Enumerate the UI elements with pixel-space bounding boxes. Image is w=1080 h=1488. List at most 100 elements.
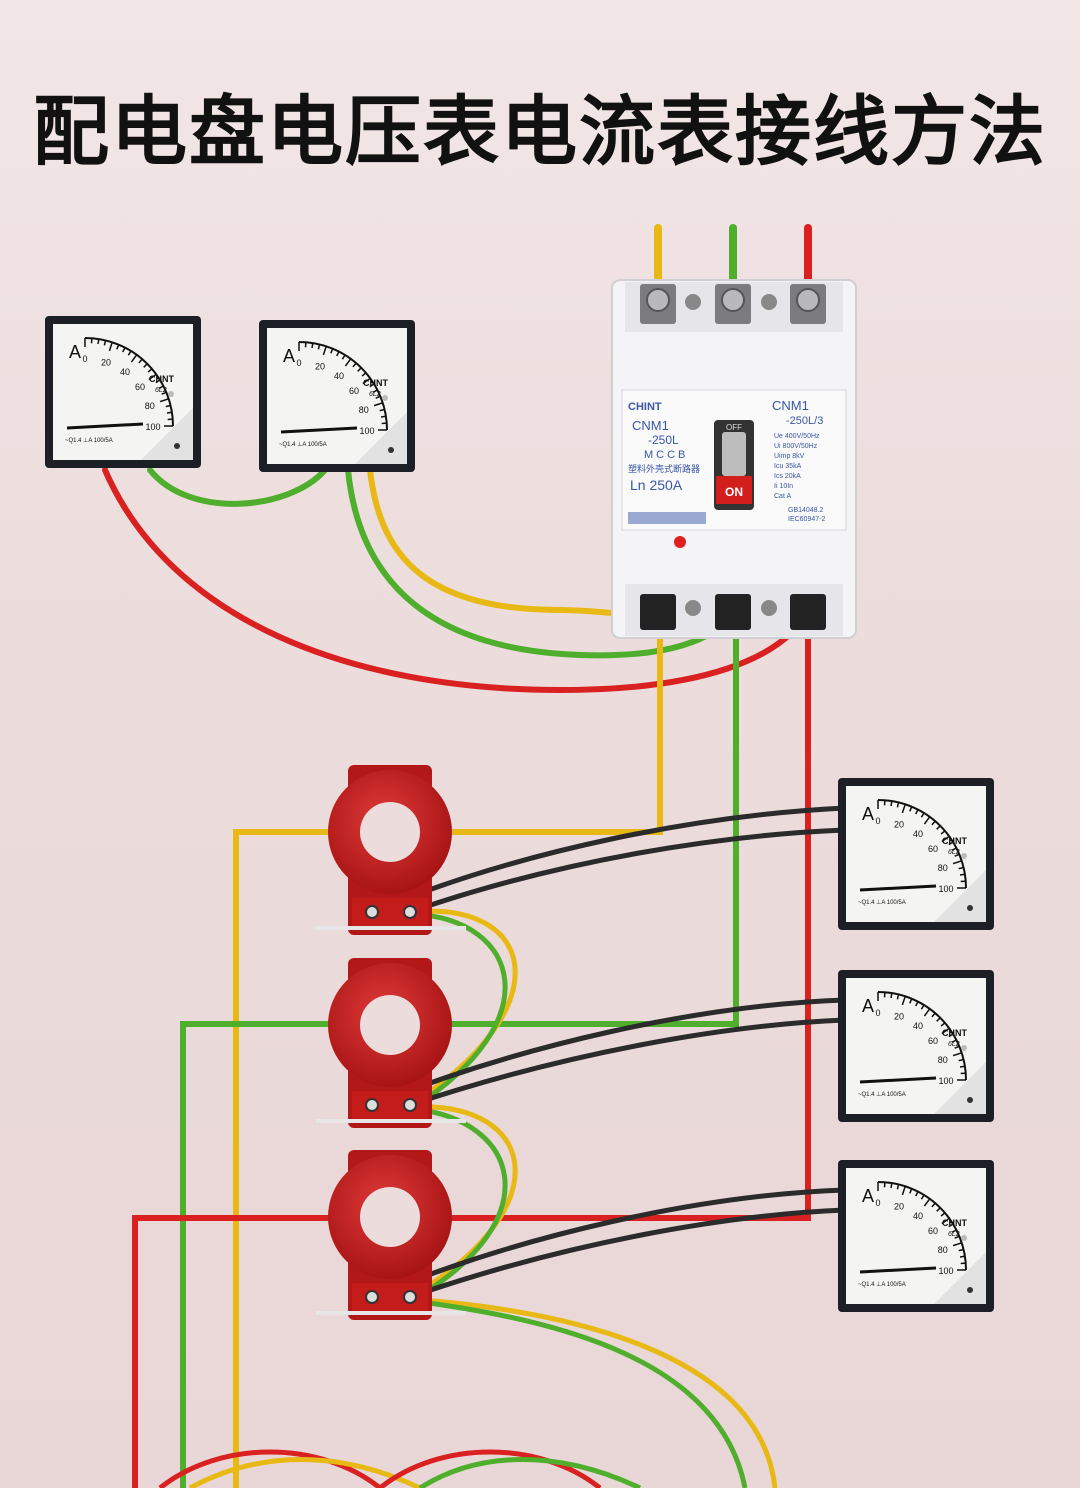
meter-tick bbox=[901, 1186, 906, 1196]
meter-tick bbox=[373, 402, 383, 407]
current-transformer-b bbox=[316, 958, 466, 1128]
meter-tick bbox=[158, 385, 164, 389]
meter-tick bbox=[372, 389, 378, 393]
meter-brand: CHNT bbox=[363, 378, 388, 388]
wire-red-voltmeter bbox=[102, 467, 811, 694]
breaker-logo: CHINT bbox=[628, 401, 662, 413]
meter-brand: CHNT bbox=[149, 374, 174, 384]
meter-scale-label: 40 bbox=[334, 371, 344, 381]
meter-tick bbox=[931, 820, 936, 826]
breaker-bottom-terminals bbox=[640, 594, 826, 630]
meter-unit: A bbox=[862, 1186, 874, 1206]
meter-scale-label: 100 bbox=[145, 422, 160, 432]
meter-tick bbox=[948, 841, 954, 846]
meter-scale-label: 100 bbox=[938, 884, 953, 894]
meter-scale-label: 40 bbox=[913, 1021, 923, 1031]
meter-tick bbox=[369, 383, 375, 388]
meter-tick bbox=[361, 372, 367, 377]
breaker-standard: GB14048.2 bbox=[788, 507, 824, 514]
meter-zero-screw[interactable] bbox=[967, 1097, 973, 1103]
meter-scale-label: 60 bbox=[928, 844, 938, 854]
meter-scale-label: 60 bbox=[928, 1226, 938, 1236]
meter-tick bbox=[330, 348, 334, 354]
meter-tick bbox=[380, 415, 387, 418]
meter-scale-label: 80 bbox=[359, 405, 369, 415]
meter-tick bbox=[336, 351, 340, 357]
breaker-test-button[interactable] bbox=[674, 536, 686, 548]
meter-tick bbox=[951, 1229, 957, 1233]
meter-tick bbox=[948, 1033, 954, 1038]
meter-tick bbox=[122, 347, 126, 353]
ct-common-wires bbox=[158, 908, 778, 1488]
meter-tick bbox=[952, 1242, 962, 1247]
meter-zero-screw[interactable] bbox=[388, 447, 394, 453]
meter-tick bbox=[357, 367, 362, 372]
meter-tick bbox=[322, 346, 327, 356]
meter-tick bbox=[923, 816, 931, 825]
meter-tick bbox=[951, 1039, 957, 1043]
meter-tick bbox=[931, 1202, 936, 1208]
meter-tick bbox=[915, 1191, 919, 1197]
breaker-left-rating: -250L bbox=[648, 433, 679, 447]
meter-tick bbox=[948, 1223, 954, 1228]
breaker-spec-line: Ui 800V/50Hz bbox=[774, 443, 818, 450]
current-transformer-a bbox=[316, 765, 466, 935]
breaker-spec-line: Ics 20kA bbox=[774, 473, 801, 480]
meter-tick bbox=[936, 1017, 941, 1022]
breaker-toggle[interactable]: ON OFF bbox=[714, 420, 754, 510]
meter-needle bbox=[859, 884, 937, 892]
meter-zero-screw[interactable] bbox=[967, 905, 973, 911]
meter-scale-label: 0 bbox=[875, 816, 880, 826]
meter-tick bbox=[958, 1058, 964, 1062]
meter-needle bbox=[66, 422, 144, 430]
meter-tick bbox=[890, 1182, 893, 1189]
meter-arc bbox=[877, 1181, 967, 1271]
meter-tick bbox=[923, 1198, 931, 1207]
breaker-spec-line: Ue 400V/50Hz bbox=[774, 433, 820, 440]
meter-scale-label: 80 bbox=[938, 863, 948, 873]
meter-tick bbox=[317, 344, 321, 350]
meter-scale-label: 40 bbox=[913, 1211, 923, 1221]
meter-tick bbox=[148, 373, 157, 381]
meter-tick bbox=[909, 806, 913, 812]
breaker-spec-line: Icu 35kA bbox=[774, 463, 802, 470]
meter-zero-screw[interactable] bbox=[174, 443, 180, 449]
phase-lines bbox=[132, 615, 811, 1488]
breaker-top-terminals bbox=[640, 284, 826, 324]
breaker-off-label: OFF bbox=[726, 423, 742, 432]
meter-tick bbox=[108, 342, 113, 352]
meter-scale-label: 40 bbox=[913, 829, 923, 839]
current-transformers bbox=[316, 765, 466, 1320]
current-transformer-c bbox=[316, 1150, 466, 1320]
meter-tick bbox=[936, 825, 941, 830]
meter-tick bbox=[920, 1194, 925, 1200]
meter-tick bbox=[161, 391, 167, 395]
meter-tick bbox=[940, 1212, 946, 1217]
meter-tick bbox=[311, 342, 314, 349]
meter-scale-label: 60 bbox=[349, 386, 359, 396]
meter-tick bbox=[941, 1217, 950, 1225]
meter-tick bbox=[909, 998, 913, 1004]
breaker-type: MCCB bbox=[644, 449, 688, 461]
meter-zero-screw[interactable] bbox=[967, 1287, 973, 1293]
meter-tick bbox=[165, 404, 171, 408]
meter-tick bbox=[958, 866, 964, 870]
breaker-spec-line: Uimp 8kV bbox=[774, 453, 805, 460]
meter-model: 6L2 bbox=[369, 391, 381, 398]
breaker-standard-2: IEC60947-2 bbox=[788, 516, 825, 523]
meter-tick bbox=[166, 411, 173, 414]
meter-tick bbox=[941, 835, 950, 843]
meter-brand: CHNT bbox=[942, 1218, 967, 1228]
voltmeter-wires bbox=[102, 467, 811, 694]
meter-tick bbox=[379, 408, 385, 412]
meter-tick bbox=[952, 860, 962, 865]
meter-tick bbox=[901, 996, 906, 1006]
meter-needle bbox=[280, 426, 358, 434]
meter-unit: A bbox=[283, 346, 295, 366]
meter-scale-label: 40 bbox=[120, 367, 130, 377]
meter-tick bbox=[940, 830, 946, 835]
meter-scale-label: 80 bbox=[938, 1245, 948, 1255]
